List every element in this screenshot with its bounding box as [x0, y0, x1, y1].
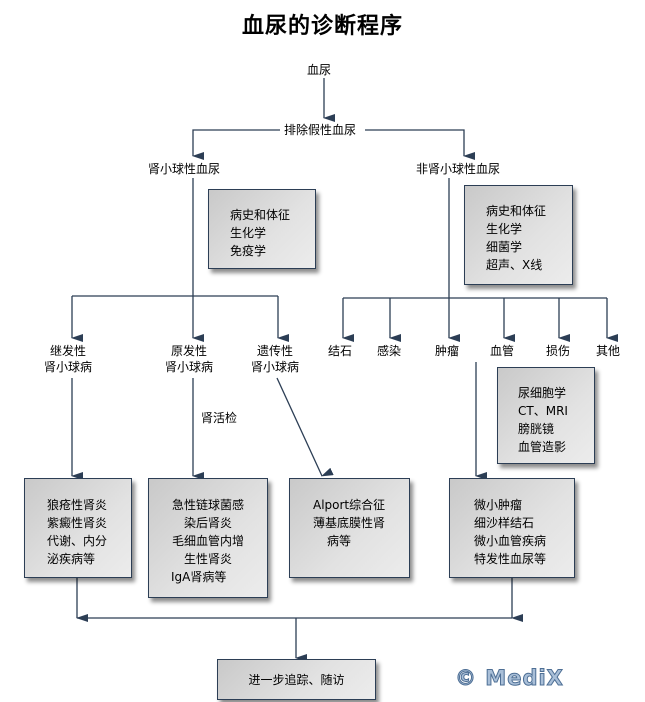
test-item: 血管造影 [518, 440, 567, 454]
test-item: 超声、X线 [486, 258, 543, 272]
test-item: CT、MRI [518, 404, 568, 418]
diagram-title: 血尿的诊断程序 [241, 13, 403, 39]
example-item: 薄基底膜性肾 [313, 516, 386, 530]
example-item: 染后肾炎 [183, 516, 232, 530]
nonglomerular-tests-box: 病史和体征 生化学 细菌学 超声、X线 [464, 185, 573, 285]
edge-exclude-glomerular [192, 129, 280, 160]
test-item: 尿细胞学 [518, 386, 567, 400]
example-item: 微小血管疾病 [474, 534, 547, 548]
label-line: 遗传性 [257, 344, 294, 358]
edge-hereditary-examples [276, 377, 334, 477]
primary-examples-box: 急性链球菌感 染后肾炎 毛细血管内增 生性肾炎 IgA肾病等 [148, 478, 268, 598]
example-item: 急性链球菌感 [171, 498, 244, 512]
example-item: 毛细血管内增 [171, 534, 244, 548]
node-renal-biopsy: 肾活检 [201, 410, 238, 426]
cause-vascular: 血管 [490, 343, 515, 359]
follow-up-text: 进一步追踪、随访 [248, 673, 345, 687]
node-glomerular-hematuria: 肾小球性血尿 [148, 161, 221, 177]
label-line: 肾小球病 [251, 360, 300, 374]
example-item: 细沙样结石 [474, 516, 535, 530]
example-item: 微小肿瘤 [474, 498, 523, 512]
test-item: 免疫学 [230, 244, 267, 258]
label-line: 原发性 [171, 344, 208, 358]
hereditary-examples-box: Alport综合征 薄基底膜性肾 病等 [289, 478, 410, 578]
test-item: 生化学 [230, 226, 267, 240]
node-secondary-glomerular-disease: 继发性 肾小球病 [44, 343, 93, 375]
cause-other: 其他 [596, 343, 621, 359]
cause-tumor: 肿瘤 [435, 343, 460, 359]
node-hereditary-glomerular-disease: 遗传性 肾小球病 [251, 343, 300, 375]
medix-watermark: © MediX [455, 666, 564, 691]
glomerular-tests-box: 病史和体征 生化学 免疫学 [208, 189, 316, 269]
label-line: 肾小球病 [44, 360, 93, 374]
tumor-tests-box: 尿细胞学 CT、MRI 膀胱镜 血管造影 [497, 367, 595, 464]
example-item: IgA肾病等 [171, 570, 227, 584]
test-item: 生化学 [486, 222, 523, 236]
node-hematuria: 血尿 [307, 62, 332, 78]
secondary-examples-box: 狼疮性肾炎 紫癜性肾炎 代谢、内分 泌疾病等 [24, 478, 132, 578]
node-nonglomerular-hematuria: 非肾小球性血尿 [416, 161, 501, 177]
example-item: 代谢、内分 [47, 534, 108, 548]
test-item: 病史和体征 [486, 204, 547, 218]
cause-stone: 结石 [328, 343, 353, 359]
example-item: Alport综合征 [313, 498, 386, 512]
cause-injury: 损伤 [546, 343, 571, 359]
example-item: 紫癜性肾炎 [47, 516, 108, 530]
tumor-examples-box: 微小肿瘤 细沙样结石 微小血管疾病 特发性血尿等 [449, 478, 575, 578]
example-item: 特发性血尿等 [474, 552, 547, 566]
label-line: 继发性 [50, 344, 87, 358]
example-item: 狼疮性肾炎 [47, 498, 108, 512]
test-item: 膀胱镜 [518, 422, 555, 436]
edge-exclude-nonglomerular [365, 129, 475, 160]
node-primary-glomerular-disease: 原发性 肾小球病 [165, 343, 214, 375]
cause-infection: 感染 [377, 343, 402, 359]
follow-up-box: 进一步追踪、随访 [217, 659, 376, 700]
test-item: 病史和体征 [230, 208, 291, 222]
test-item: 细菌学 [486, 240, 523, 254]
node-exclude-pseudo-hematuria: 排除假性血尿 [281, 122, 360, 138]
example-item: 泌疾病等 [47, 552, 96, 566]
example-item: 生性肾炎 [183, 552, 232, 566]
example-item: 病等 [327, 534, 352, 548]
label-line: 肾小球病 [165, 360, 214, 374]
